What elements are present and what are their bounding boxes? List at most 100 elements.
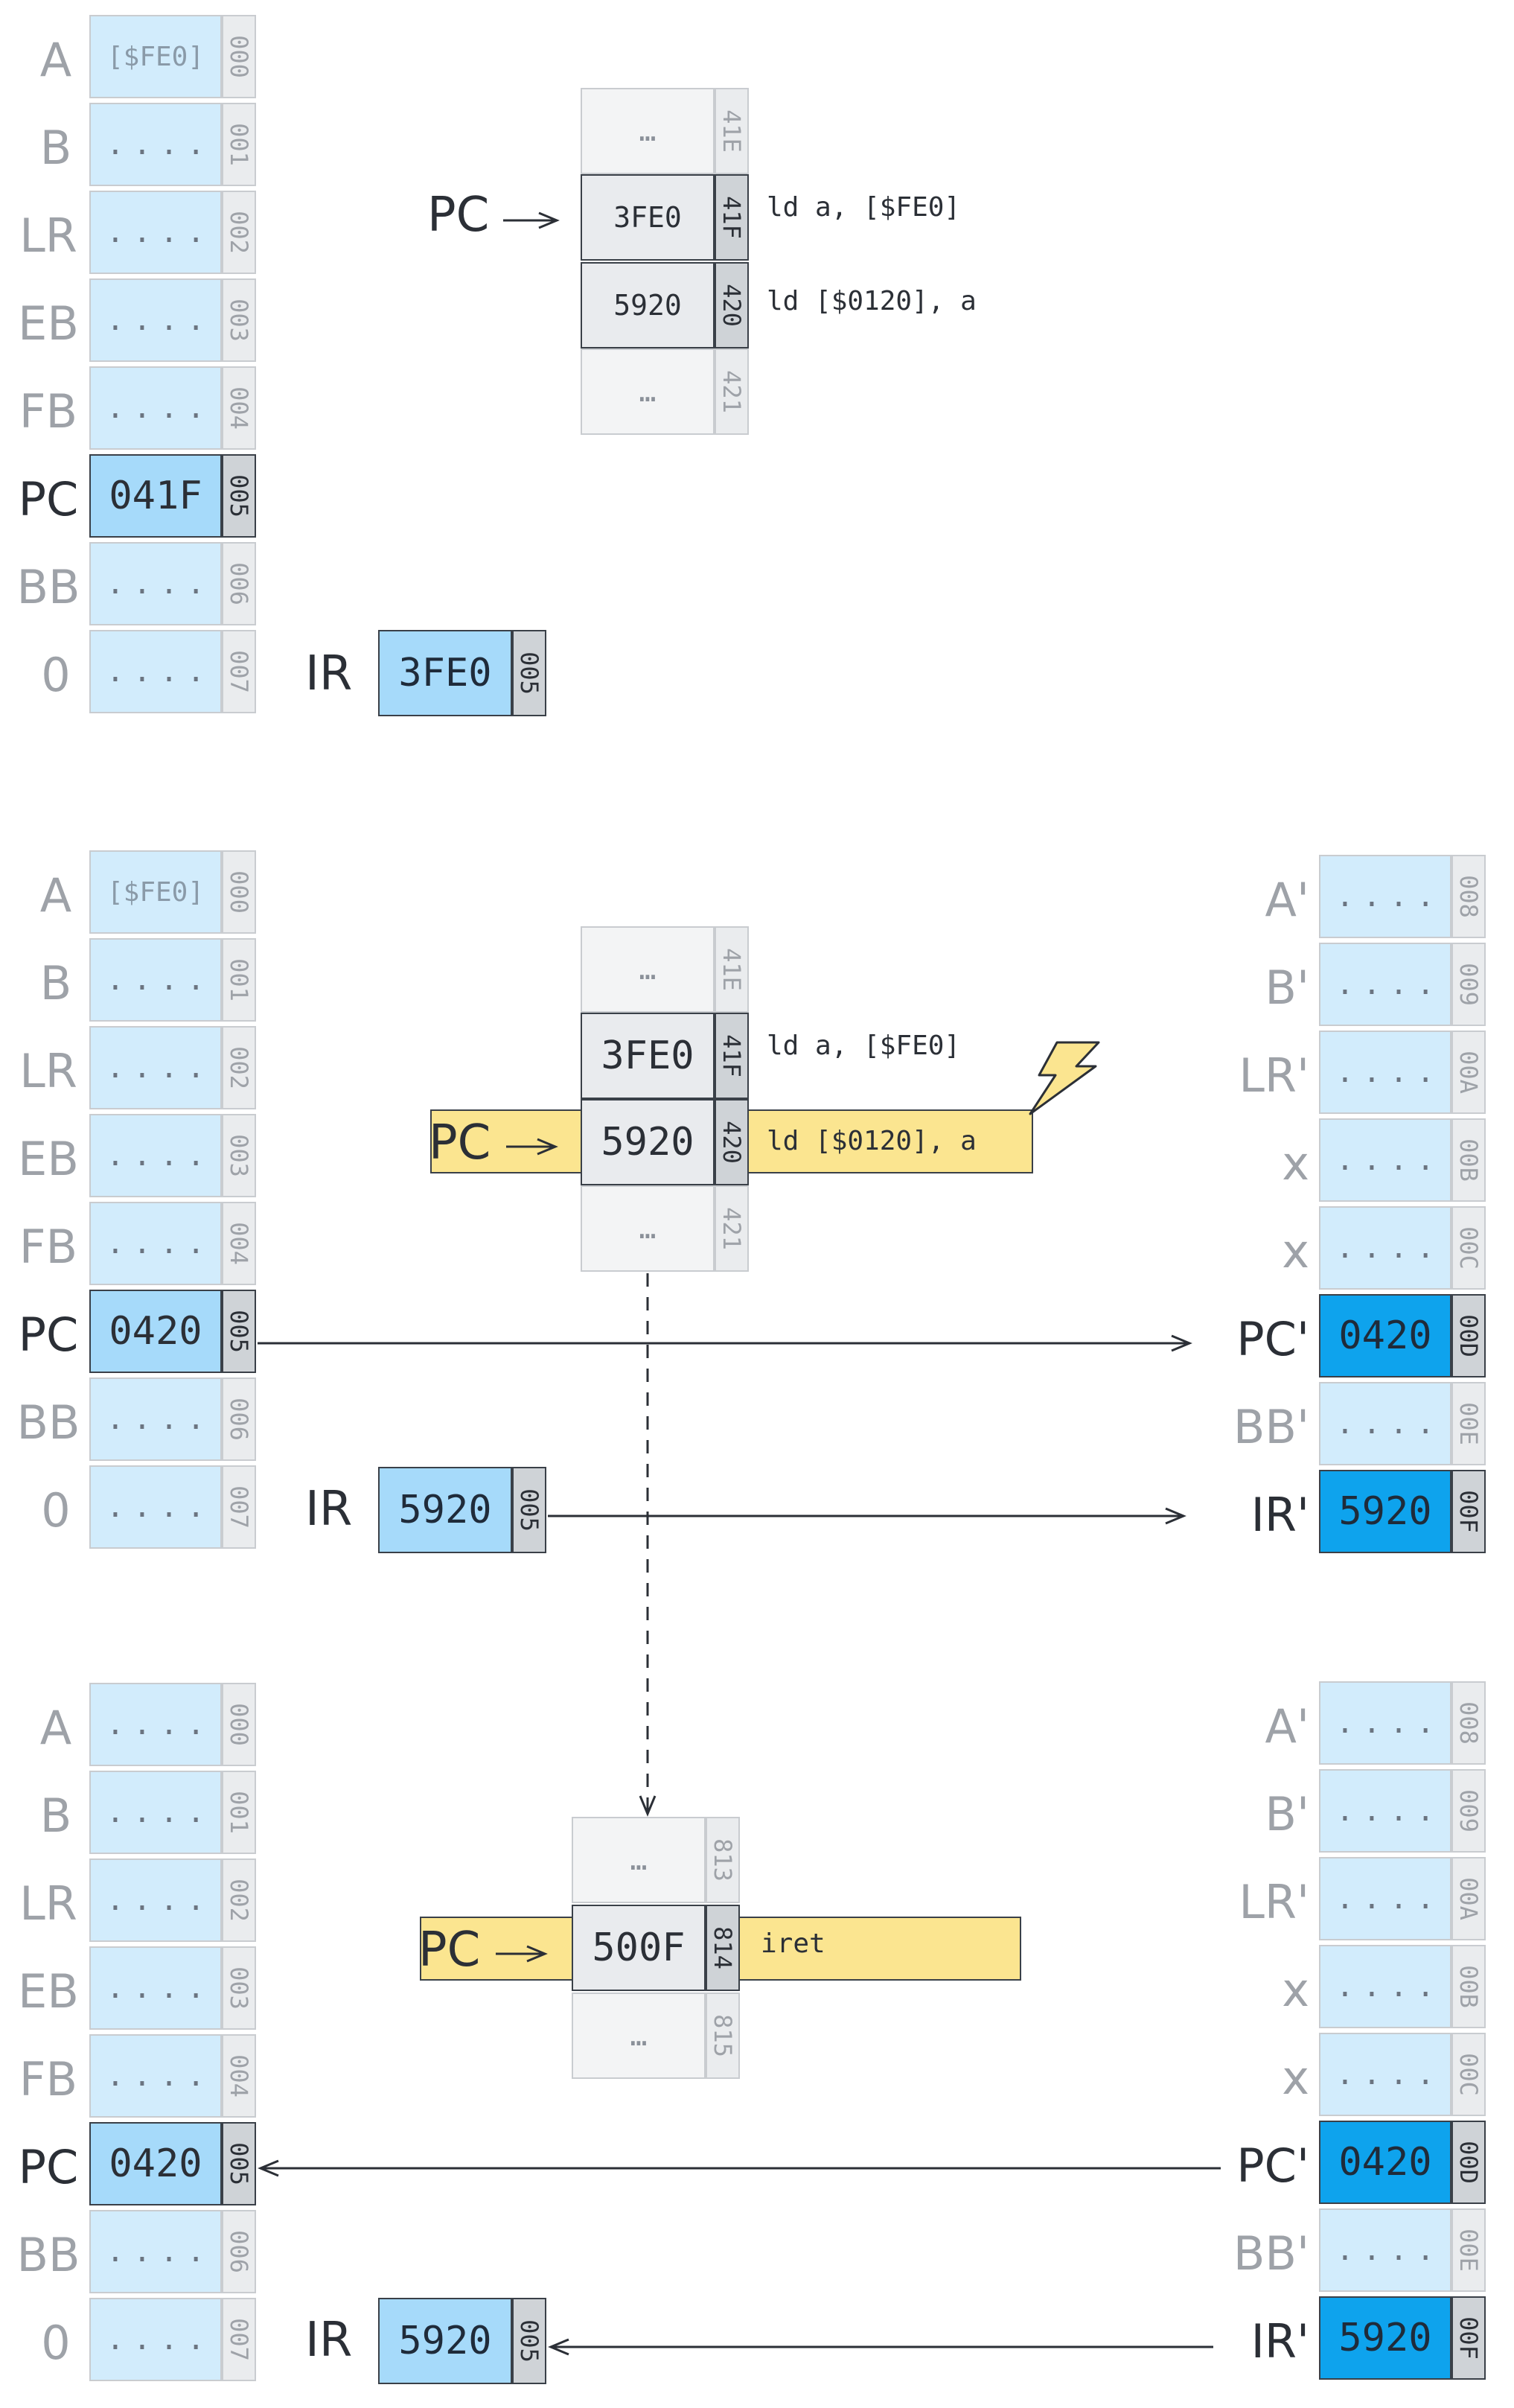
shadow-register-address: 00D [1451,1294,1486,1377]
shadow-register-label: x [1282,1135,1309,1191]
shadow-register-value: .... [1319,1206,1451,1290]
shadow-register-value: .... [1319,2208,1451,2292]
shadow-register-value: .... [1319,1382,1451,1465]
program-address: 41F [715,174,749,261]
register-label: PC [18,2139,79,2194]
shadow-register-address: 00E [1451,2208,1486,2292]
register-value: [$FE0] [89,850,222,934]
shadow-register-label: B' [1265,1786,1309,1841]
register-address: 000 [222,850,256,934]
shadow-register-address: 00F [1451,1470,1486,1553]
register-label: LR [19,1876,77,1931]
instruction-text: ld a, [$FE0] [767,1031,961,1061]
shadow-register-address: 00D [1451,2121,1486,2204]
program-cell: … [581,926,715,1013]
register-label: PC [18,471,79,526]
shadow-register-label: BB' [1233,2226,1309,2281]
shadow-register-value: 5920 [1319,2296,1451,2380]
shadow-register-value: .... [1319,1945,1451,2028]
shadow-register-value: .... [1319,1681,1451,1765]
program-address: 421 [715,1185,749,1272]
program-address: 41E [715,88,749,174]
shadow-register-address: 008 [1451,855,1486,938]
program-cell: … [572,1993,706,2079]
register-label: BB [16,559,80,614]
shadow-register-address: 00B [1451,1945,1486,2028]
ir-label: IR [305,1482,353,1537]
register-value: [$FE0] [89,15,222,98]
register-value: .... [89,1202,222,1285]
program-cell: … [572,1817,706,1903]
shadow-register-label: PC' [1236,2138,1309,2193]
register-value: .... [89,366,222,450]
shadow-register-label: IR' [1251,2313,1309,2369]
register-value: .... [89,2298,222,2381]
register-value: .... [89,630,222,713]
register-value: .... [89,1465,222,1549]
shadow-register-label: A' [1265,872,1309,927]
register-address: 004 [222,2034,256,2118]
shadow-register-address: 00E [1451,1382,1486,1465]
register-address: 007 [222,2298,256,2381]
program-cell: 3FE0 [581,174,715,261]
register-value: .... [89,1114,222,1197]
register-label: B [39,120,72,175]
register-value: 041F [89,454,222,538]
ir-address: 005 [512,2298,546,2384]
shadow-register-value: .... [1319,1857,1451,1940]
shadow-register-label: A' [1265,1698,1309,1754]
register-address: 002 [222,1858,256,1942]
register-value: .... [89,103,222,186]
shadow-register-value: .... [1319,943,1451,1026]
register-address: 003 [222,1114,256,1197]
register-label: BB [16,2227,80,2282]
shadow-register-address: 00B [1451,1118,1486,1202]
register-label: 0 [41,2315,71,2370]
shadow-register-address: 00A [1451,1857,1486,1940]
register-label: EB [18,1131,79,1186]
register-value: .... [89,1946,222,2030]
ir-address: 005 [512,1467,546,1553]
program-cell: … [581,88,715,174]
lightning-icon [1029,1041,1100,1115]
register-address: 000 [222,15,256,98]
ir-label: IR [305,646,353,701]
register-label: LR [19,208,77,263]
register-label: EB [18,1963,79,2019]
shadow-register-value: .... [1319,2033,1451,2116]
ir-label: IR [305,2313,353,2368]
register-address: 007 [222,1465,256,1549]
shadow-register-address: 00A [1451,1031,1486,1114]
program-address: 420 [715,262,749,348]
program-cell: 500F [572,1905,706,1991]
register-address: 002 [222,191,256,274]
instruction-text: ld [$0120], a [767,286,977,316]
register-label: A [39,867,72,923]
register-address: 005 [222,454,256,538]
program-address: 813 [706,1817,740,1903]
register-address: 006 [222,1377,256,1461]
register-label: FB [19,1219,78,1274]
register-value: .... [89,191,222,274]
pc-pointer-label: PC [418,1923,481,1978]
program-address: 41F [715,1013,749,1099]
shadow-register-label: BB' [1233,1399,1309,1454]
register-address: 003 [222,1946,256,2030]
shadow-register-label: B' [1265,960,1309,1015]
shadow-register-address: 009 [1451,1769,1486,1853]
shadow-register-address: 00F [1451,2296,1486,2380]
register-label: EB [18,296,79,351]
shadow-register-label: x [1282,2050,1309,2105]
shadow-register-label: IR' [1251,1487,1309,1542]
register-value: .... [89,938,222,1022]
shadow-register-label: LR' [1239,1874,1309,1929]
register-address: 001 [222,103,256,186]
program-address: 421 [715,348,749,435]
register-label: B [39,955,72,1010]
register-value: 0420 [89,2122,222,2205]
register-value: .... [89,542,222,625]
program-address: 814 [706,1905,740,1991]
register-label: LR [19,1043,77,1098]
register-address: 000 [222,1683,256,1766]
shadow-register-address: 00C [1451,1206,1486,1290]
